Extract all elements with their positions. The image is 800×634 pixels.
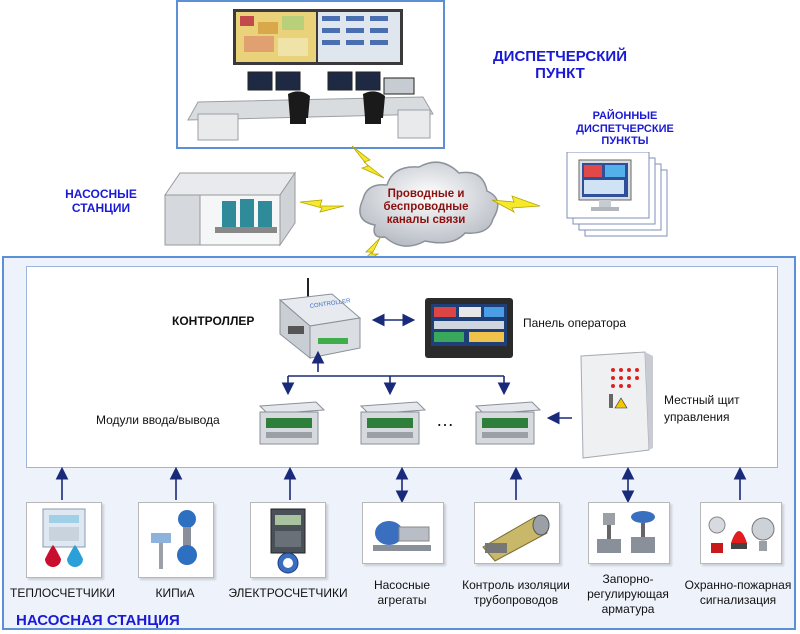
device-card-valves (588, 502, 670, 564)
cloud-line3: каналы связи (386, 214, 466, 226)
electricity-meter-icon (270, 508, 306, 574)
bolt-regional-icon (491, 195, 541, 213)
fire-alarm-icon (708, 516, 775, 553)
device-label-line: Охранно-пожарная (684, 578, 792, 592)
device-card-heat-meters (26, 502, 102, 578)
dispatch-center-image (187, 9, 434, 141)
controller-label: КОНТРОЛЛЕР (172, 314, 255, 328)
heat-meter-icon (42, 508, 86, 567)
cloud-line1: Проводные и (387, 188, 465, 200)
device-card-kipia (138, 502, 214, 578)
regional-title-line2: ДИСПЕТЧЕРСКИЕ (576, 122, 674, 135)
pump-station-building-image (164, 171, 296, 247)
pipe-insulation-icon (482, 514, 550, 562)
device-label-line: Насосные (373, 578, 431, 592)
operator-panel-label: Панель оператора (523, 316, 627, 330)
regional-title-line3: ПУНКТЫ (601, 135, 649, 148)
device-label-line: регулирующая (587, 587, 669, 601)
dispatch-title-line1: ДИСПЕТЧЕРСКИЙ (493, 48, 627, 65)
device-label-pump-units: Насосные агрегаты (352, 578, 452, 608)
device-label-line: трубопроводов (473, 593, 559, 607)
device-label-fire-alarm: Охранно-пожарная сигнализация (676, 578, 800, 608)
bolt-pumps-icon (299, 199, 345, 213)
local-control-cabinet-label: Местный щит управления (664, 392, 740, 426)
pump-stations-title: НАСОСНЫЕ СТАНЦИИ (52, 187, 150, 216)
dispatch-center-frame (176, 0, 445, 149)
communication-channels-label: Проводные и беспроводные каналы связи (366, 188, 486, 227)
io-module-3-image (474, 401, 542, 445)
dispatch-center-title: ДИСПЕТЧЕРСКИЙ ПУНКТ (480, 48, 640, 83)
regional-dispatch-monitors-image (566, 152, 668, 237)
device-card-electricity-meters (250, 502, 326, 578)
operator-panel-image (425, 298, 513, 358)
device-label-line: КИПиА (155, 586, 195, 600)
device-label-line: агрегаты (377, 593, 427, 607)
device-label-kipia: КИПиА (130, 586, 220, 601)
device-label-pipe-insulation: Контроль изоляции трубопроводов (448, 578, 584, 608)
pump-unit-icon (373, 521, 431, 551)
device-card-pump-units (362, 502, 444, 564)
device-label-electricity-meters: ЭЛЕКТРОСЧЕТЧИКИ (226, 586, 350, 601)
pump-station-title: НАСОСНАЯ СТАНЦИЯ (16, 612, 180, 629)
dispatch-title-line2: ПУНКТ (535, 65, 585, 83)
controller-image: CONTROLLER (278, 278, 362, 360)
communication-cloud-image (359, 161, 499, 247)
regional-dispatch-title: РАЙОННЫЕ ДИСПЕТЧЕРСКИЕ ПУНКТЫ (560, 110, 690, 148)
local-control-cabinet-image (580, 351, 653, 459)
device-card-pipe-insulation (474, 502, 560, 564)
io-module-1-image (258, 401, 326, 445)
bolt-dispatch-icon (351, 145, 385, 179)
regional-title-line1: РАЙОННЫЕ (592, 110, 658, 122)
io-modules-label: Модули ввода/вывода (96, 413, 220, 427)
device-label-line: сигнализация (699, 593, 777, 607)
device-label-line: Запорно- (602, 572, 654, 586)
svg-text:CONTROLLER: CONTROLLER (309, 298, 351, 310)
control-valve-icon (597, 511, 655, 553)
instrumentation-icon (151, 510, 197, 569)
pump-stations-line2: СТАНЦИИ (71, 200, 131, 215)
device-label-line: ТЕПЛОСЧЕТЧИКИ (10, 586, 116, 600)
pump-stations-line1: НАСОСНЫЕ (65, 187, 137, 201)
device-label-valves: Запорно- регулирующая арматура (576, 572, 680, 617)
device-label-line: ЭЛЕКТРОСЧЕТЧИКИ (228, 586, 348, 600)
device-card-fire-alarm (700, 502, 782, 564)
device-label-line: арматура (601, 602, 655, 616)
cabinet-label-line1: Местный щит (664, 393, 740, 407)
device-label-heat-meters: ТЕПЛОСЧЕТЧИКИ (10, 586, 116, 601)
io-module-2-image (359, 401, 427, 445)
io-modules-ellipsis: … (436, 410, 454, 430)
cloud-line2: беспроводные (383, 201, 469, 213)
cabinet-label-line2: управления (664, 410, 730, 424)
device-label-line: Контроль изоляции (462, 578, 570, 592)
